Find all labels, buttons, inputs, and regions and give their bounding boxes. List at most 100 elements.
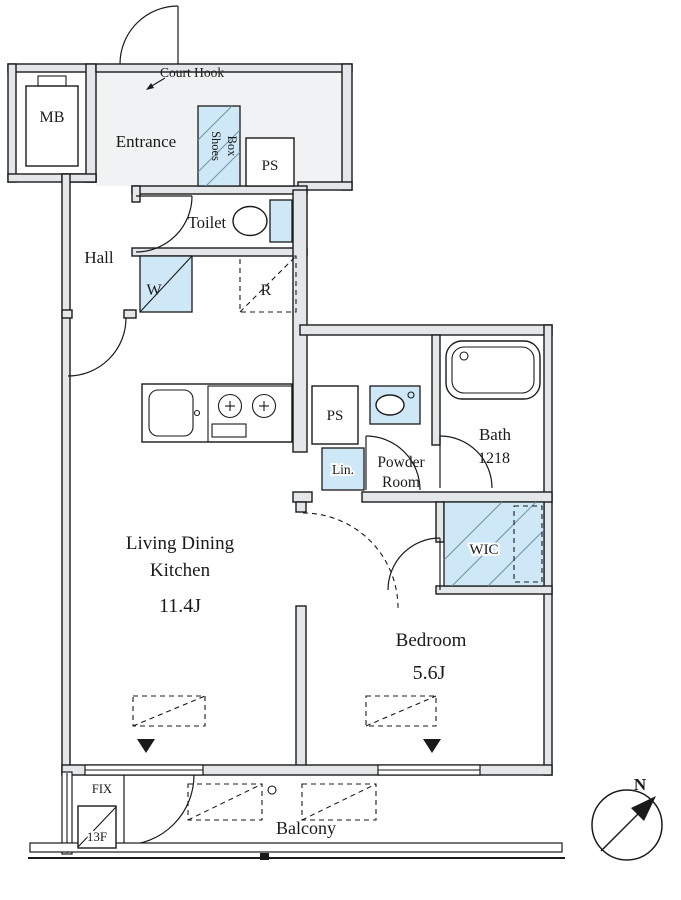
label-shoes-box-line1: Shoes <box>209 131 223 161</box>
entry-door-swing <box>119 5 179 65</box>
counter <box>141 383 293 443</box>
wall-segment <box>435 501 445 543</box>
kitchen-counter <box>141 383 293 443</box>
label-wic: WIC <box>469 542 498 558</box>
label-ps-lower: PS <box>327 408 344 424</box>
label-bath: Bath <box>479 425 512 444</box>
vanity-basin <box>375 394 405 416</box>
bath-door-swing <box>439 435 493 489</box>
outdoor-unit-diagonal <box>301 783 377 821</box>
toilet-tank <box>269 199 293 243</box>
floor-tag-diagonal <box>77 806 117 848</box>
drain-icon <box>267 785 277 795</box>
bedroom-door-swing <box>302 512 399 609</box>
wic-area <box>443 501 545 587</box>
toilet-bowl <box>232 205 268 237</box>
label-mb: MB <box>40 109 65 126</box>
wall-segment <box>292 491 313 503</box>
wall-segment <box>299 324 553 336</box>
fridge-diagonal <box>239 255 297 313</box>
kitchen-sink <box>148 389 194 437</box>
wall-segment <box>341 63 353 191</box>
windows <box>61 764 481 855</box>
label-toilet: Toilet <box>188 213 227 232</box>
compass-tail <box>600 813 639 852</box>
court-hook-arrow <box>146 77 166 90</box>
powder-door-swing <box>365 435 421 491</box>
wall-segment <box>295 605 307 767</box>
ac-unit-ldk <box>132 695 206 727</box>
label-court-hook: Court Hook <box>160 65 224 80</box>
bathtub-inner <box>451 346 535 394</box>
outdoor-unit-right <box>301 783 377 821</box>
outdoor-unit-left <box>187 783 263 821</box>
label-powder-line1: Powder <box>377 454 425 471</box>
kitchen-faucet-icon <box>193 409 201 417</box>
wic-hatch <box>443 501 503 561</box>
hall-door-swing <box>67 317 127 377</box>
wall-segment <box>131 185 141 203</box>
wall-segment <box>85 63 97 183</box>
fridge-box <box>239 255 297 313</box>
compass-circle <box>591 789 663 861</box>
vanity <box>369 385 421 425</box>
label-hall: Hall <box>84 248 114 267</box>
stove-burner-icon <box>251 393 277 419</box>
wall-segment <box>7 63 17 183</box>
toilet-door-swing <box>135 195 193 253</box>
label-bedroom: Bedroom <box>396 630 467 651</box>
wall-segment <box>61 309 73 319</box>
wall-segment <box>295 501 307 513</box>
label-fridge: R <box>261 282 272 299</box>
label-ps-upper: PS <box>262 158 279 174</box>
wall-segment <box>361 491 553 503</box>
label-entrance: Entrance <box>116 132 176 151</box>
outdoor-unit-diagonal <box>187 783 263 821</box>
labels: MB Court Hook Entrance Shoes Box PS Toil… <box>40 65 647 846</box>
wall-segment <box>123 309 137 319</box>
compass <box>591 789 663 861</box>
bathtub-drain-icon <box>459 351 469 361</box>
compass-needle-icon <box>631 796 656 821</box>
ac-diagonal <box>365 695 437 727</box>
linen-closet <box>321 447 365 491</box>
wic-hatch <box>487 529 545 587</box>
ac-diagonal <box>132 695 206 727</box>
stove-burner-icon <box>217 393 243 419</box>
ps-lower-shaft <box>311 385 359 445</box>
bathtub-outer <box>445 340 541 400</box>
label-shoes-box-line2: Box <box>225 136 239 158</box>
shoes-box-hatch <box>205 151 241 187</box>
washer-space <box>139 255 193 313</box>
ac-unit-bedroom <box>365 695 437 727</box>
label-ldk-size: 11.4J <box>159 595 201 617</box>
wall-segment <box>61 764 553 776</box>
wall-segment <box>131 247 308 257</box>
shoes-box-hatch <box>197 129 241 173</box>
balcony-door-swing <box>123 774 195 846</box>
washer-diagonal <box>139 255 193 313</box>
ground-marker <box>260 853 269 860</box>
label-washer: W <box>146 282 162 299</box>
label-bath-size: 1218 <box>478 450 510 467</box>
label-ldk-line1: Living Dining <box>126 533 235 554</box>
wic-door-swing <box>387 537 441 591</box>
wic-hatch <box>451 501 537 587</box>
wall-segment <box>131 185 308 195</box>
walls <box>7 63 553 776</box>
bathtub <box>445 340 541 400</box>
wall-segment <box>435 585 553 595</box>
toilet-fixture <box>232 199 293 243</box>
balcony-railing <box>29 842 563 853</box>
label-balcony: Balcony <box>276 818 336 838</box>
wic-shelf <box>513 505 543 583</box>
floor-tag-box <box>77 805 117 849</box>
balcony-structure <box>28 842 565 860</box>
refrigerator-space <box>239 255 297 313</box>
wall-segment <box>292 189 308 453</box>
label-powder-line2: Room <box>382 474 420 491</box>
wall-segment <box>61 173 71 776</box>
shoes-box-hatch <box>197 105 233 141</box>
